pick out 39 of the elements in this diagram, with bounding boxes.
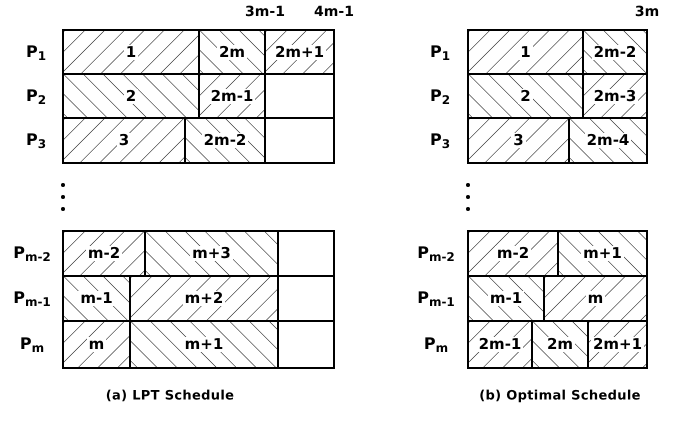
job-number: 2m-2: [592, 44, 638, 60]
job-number: m: [86, 337, 106, 352]
processor-label: P$_{m-2}$: [417, 245, 455, 261]
job-number: m+2: [182, 291, 226, 306]
processor-label: P$_{m}$: [424, 336, 448, 352]
time-mark: 3m-1: [245, 5, 285, 19]
job-number: m+1: [581, 246, 624, 261]
job-number: m: [586, 291, 606, 306]
job-number: m-1: [78, 291, 115, 306]
job-number: m+1: [182, 337, 226, 352]
job-number: 2m+1: [590, 337, 644, 352]
job-number: m-2: [86, 246, 122, 261]
processor-label: P$_{1}$: [26, 44, 46, 60]
processor-label: P$_{1}$: [430, 44, 450, 60]
job-number: 2: [518, 88, 533, 104]
job-number: 3: [511, 133, 526, 148]
processor-label: P$_{2}$: [430, 88, 450, 104]
processor-label: P$_{m-1}$: [13, 290, 51, 306]
job-number: 2m-4: [584, 133, 632, 148]
processor-label: P$_{m-2}$: [13, 245, 51, 261]
time-mark: 3m: [634, 5, 660, 19]
processor-label: P$_{m}$: [20, 336, 44, 352]
job-number: m+3: [190, 246, 233, 261]
job-number: 2m-1: [476, 337, 524, 352]
job-number: 2m-1: [208, 88, 256, 104]
processor-label: P$_{3}$: [26, 132, 46, 148]
processor-label: P$_{m-1}$: [417, 290, 455, 306]
job-number: 2m: [216, 44, 248, 60]
job-number: 2m-3: [592, 88, 638, 104]
job-number: 3: [116, 133, 132, 148]
job-number: 1: [518, 44, 533, 60]
subfigure-caption: (a) LPT Schedule: [106, 390, 234, 402]
job-number: m-1: [488, 291, 524, 306]
processor-label: P$_{3}$: [430, 132, 450, 148]
job-number: 2m-2: [202, 133, 248, 148]
processor-label: P$_{2}$: [26, 88, 46, 104]
subfigure-caption: (b) Optimal Schedule: [479, 390, 641, 402]
time-mark: 4m-1: [314, 5, 354, 19]
job-number: m-2: [494, 246, 532, 261]
